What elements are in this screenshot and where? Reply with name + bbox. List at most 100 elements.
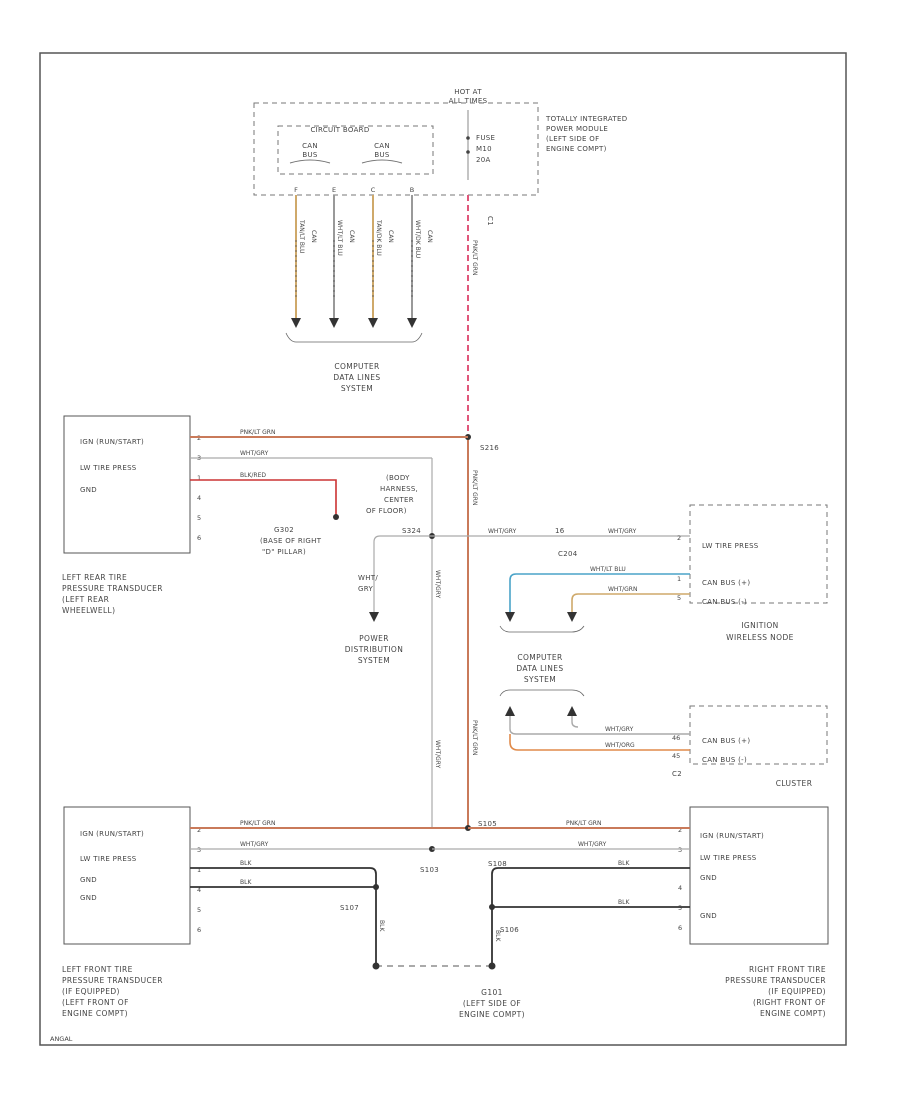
- tipm-pin-e: E: [332, 186, 336, 194]
- lr-pn-3: 1: [197, 474, 201, 482]
- bh-4: OF FLOOR): [366, 507, 407, 515]
- diagram-frame: [39, 52, 847, 1046]
- cl-wire-1: WHT/GRY: [605, 726, 634, 733]
- rf-pin-tire: LW TIRE PRESS: [700, 854, 757, 862]
- lf-wire-2: WHT/GRY: [240, 841, 269, 848]
- g101-ground: G101 (LEFT SIDE OF ENGINE COMPT): [372, 962, 525, 1019]
- ign-pn-1: 2: [677, 534, 681, 542]
- rf-pn-2: 3: [678, 846, 682, 854]
- can-name-3: CAN: [387, 230, 394, 243]
- rf-pn-3: 4: [678, 884, 682, 892]
- ign-pin-tire: LW TIRE PRESS: [702, 542, 759, 550]
- can-name-4: CAN: [426, 230, 433, 243]
- tipm-name-4: ENGINE COMPT): [546, 145, 607, 153]
- ign-wire-1a: WHT/GRY: [488, 528, 517, 535]
- tipm-name-2: POWER MODULE: [546, 125, 608, 133]
- vertical-label-blk-1: BLK: [378, 920, 385, 932]
- can-wires: TAN/LT BLU WHT/LT BLU TAN/DK BLU WHT/DK …: [285, 195, 433, 343]
- ign-pin-canp: CAN BUS (+): [702, 579, 750, 587]
- s324-label: S324: [402, 527, 421, 535]
- s106-label: S106: [500, 926, 519, 934]
- rf-name-5: ENGINE COMPT): [760, 1009, 826, 1018]
- wire-label-1: TAN/LT BLU: [298, 219, 305, 253]
- rf-pin-ign: IGN (RUN/START): [700, 832, 764, 840]
- lr-name-4: WHEELWELL): [62, 606, 115, 615]
- g302-2: (BASE OF RIGHT: [260, 537, 322, 545]
- rf-wire-3: BLK: [618, 860, 630, 867]
- lf-wire-4: BLK: [240, 879, 252, 886]
- whtgry-left-1: WHT/: [358, 574, 378, 582]
- bh-3: CENTER: [384, 496, 414, 504]
- lr-name-2: PRESSURE TRANSDUCER: [62, 584, 163, 593]
- lf-pn-2: 3: [197, 846, 201, 854]
- s103-label: S103: [420, 866, 439, 874]
- ign-pin-canm: CAN BUS (-): [702, 598, 747, 606]
- vertical-label-pnk-2: PNK/LT GRN: [471, 720, 478, 755]
- cdls-top-2: DATA LINES: [333, 373, 380, 382]
- cl-pn-1: 46: [672, 734, 680, 742]
- vertical-label-blk-2: BLK: [494, 930, 501, 942]
- tipm-pin-b: B: [410, 186, 414, 194]
- g101-1: G101: [481, 988, 503, 997]
- circuit-board-label: CIRCUIT BOARD: [310, 126, 369, 134]
- left-front-transducer: IGN (RUN/START) LW TIRE PRESS GND GND 2 …: [62, 806, 468, 1018]
- lr-wire-2: WHT/GRY: [240, 450, 269, 457]
- lr-pin-ign: IGN (RUN/START): [80, 438, 144, 446]
- bh-2: HARNESS,: [380, 485, 418, 493]
- can-name-2: CAN: [348, 230, 355, 243]
- tipm-pin-c: C: [371, 186, 376, 194]
- lr-pin-gnd: GND: [80, 486, 97, 494]
- right-front-transducer: IGN (RUN/START) LW TIRE PRESS GND GND 2 …: [432, 806, 829, 1018]
- fuse-label-1: FUSE: [476, 134, 495, 142]
- bh-1: (BODY: [386, 474, 410, 482]
- ign-name-2: WIRELESS NODE: [726, 633, 794, 642]
- g302-1: G302: [274, 526, 294, 534]
- rf-name-3: (IF EQUIPPED): [768, 987, 826, 996]
- rf-name-1: RIGHT FRONT TIRE: [749, 965, 826, 974]
- lf-pin-tire: LW TIRE PRESS: [80, 855, 137, 863]
- lr-name-3: (LEFT REAR: [62, 595, 109, 604]
- fused-wire-label: PNK/LT GRN: [471, 240, 478, 275]
- lf-pn-6: 6: [197, 926, 201, 934]
- fuse-label-2: M10: [476, 145, 492, 153]
- lr-pn-4: 4: [197, 494, 201, 502]
- tipm-group: HOT AT ALL TIMES CIRCUIT BOARD CAN BUS C…: [253, 88, 627, 226]
- lr-pin-tire: LW TIRE PRESS: [80, 464, 137, 472]
- cluster-name: CLUSTER: [776, 779, 813, 788]
- ign-wire-1b: WHT/GRY: [608, 528, 637, 535]
- lr-wire-1: PNK/LT GRN: [240, 429, 275, 436]
- wht-gry-network: S324 WHT/ GRY WHT/GRY WHT/GRY WHT/GRY WH…: [358, 458, 690, 828]
- can-b2-l1: CAN: [374, 142, 390, 150]
- tipm-box: [253, 102, 539, 196]
- can-b1-l2: BUS: [302, 151, 318, 159]
- g302-3: "D" PILLAR): [262, 548, 306, 556]
- wire-label-3: TAN/DK BLU: [375, 219, 382, 256]
- lr-wire-3: BLK/RED: [240, 472, 266, 479]
- tipm-name-1: TOTALLY INTEGRATED: [545, 115, 627, 123]
- lf-wire-3: BLK: [240, 860, 252, 867]
- hot-at-line2: ALL TIMES: [449, 97, 488, 105]
- s216-label: S216: [480, 444, 499, 452]
- tipm-name-3: (LEFT SIDE OF: [546, 135, 599, 143]
- lf-name-4: (LEFT FRONT OF: [62, 998, 129, 1007]
- rf-pn-1: 2: [678, 826, 682, 834]
- cl-connector: C2: [672, 770, 682, 778]
- wire-label-4: WHT/DK BLU: [414, 220, 421, 258]
- lf-pin-gnd1: GND: [80, 876, 97, 884]
- lr-name-1: LEFT REAR TIRE: [62, 573, 127, 582]
- rf-wire-4: BLK: [618, 899, 630, 906]
- cl-pin-canm: CAN BUS (-): [702, 756, 747, 764]
- cl-pin-canp: CAN BUS (+): [702, 737, 750, 745]
- cdls-mid-1: COMPUTER: [517, 653, 562, 662]
- cl-pn-2: 45: [672, 752, 680, 760]
- lf-pn-3: 1: [197, 866, 201, 874]
- vertical-label-whtgry-2: WHT/GRY: [434, 740, 441, 769]
- ign-pn-2: 1: [677, 575, 681, 583]
- lf-pin-gnd2: GND: [80, 894, 97, 902]
- tipm-pin-f: F: [294, 186, 298, 194]
- vertical-label-pnk-1: PNK/LT GRN: [471, 470, 478, 505]
- rf-name-2: PRESSURE TRANSDUCER: [725, 976, 826, 985]
- tipm-connector: C1: [486, 216, 494, 226]
- can-name-1: CAN: [310, 230, 317, 243]
